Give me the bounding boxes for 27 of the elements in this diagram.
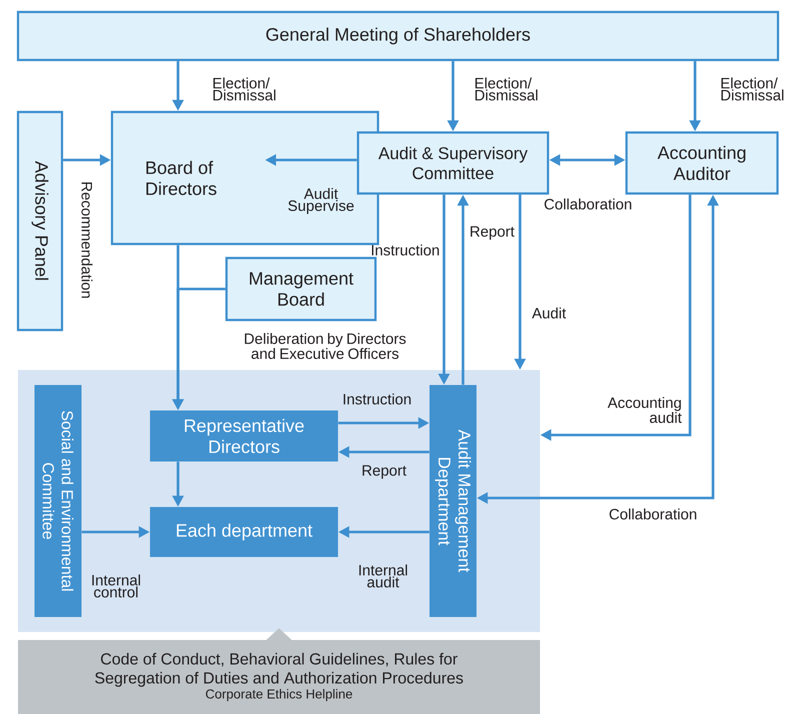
edge-label: Internal control xyxy=(92,574,140,598)
arrow xyxy=(266,628,292,640)
edge-label: Election/ Dismissal xyxy=(721,78,784,100)
committee-box: Audit & Supervisory Committee xyxy=(356,131,550,195)
auditor-box: Accounting Auditor xyxy=(625,131,779,195)
department-box: Audit Management Department xyxy=(430,385,476,617)
directors-box: Representative Directors xyxy=(150,410,338,462)
committee-box: Social and Environmental Committee xyxy=(34,385,82,617)
edge-label: Internal audit xyxy=(359,564,407,588)
edge-label: Report xyxy=(470,226,514,240)
edge-label: Collaboration xyxy=(610,508,696,520)
edge-label: Instruction xyxy=(344,394,411,404)
board-box: Management Board xyxy=(225,256,377,322)
edge-label: Recommendation xyxy=(82,182,93,298)
department-box: Each department xyxy=(150,507,338,557)
edge-label: Report xyxy=(362,465,406,479)
edge-label: Election/ Dismissal xyxy=(475,78,538,100)
edge-label: Election/ Dismissal xyxy=(213,78,276,100)
edge-label: Audit xyxy=(532,308,566,318)
box-caption: Deliberation by Directors and Executive Officers xyxy=(244,333,406,359)
edge-label: Collaboration xyxy=(544,198,632,210)
edge-label: Accounting audit xyxy=(608,397,682,423)
edge-label: Audit Supervise xyxy=(288,188,354,214)
panel-box: Advisory Panel xyxy=(16,110,64,332)
edge-label: Instruction xyxy=(372,244,439,256)
heading-box: General Meeting of Shareholders xyxy=(16,10,780,62)
rules-box: Code of Conduct, Behavioral Guidelines, Rules for Segregation of Duties and Authorization Procedures Corporate Ethics Helpline xyxy=(18,640,540,714)
